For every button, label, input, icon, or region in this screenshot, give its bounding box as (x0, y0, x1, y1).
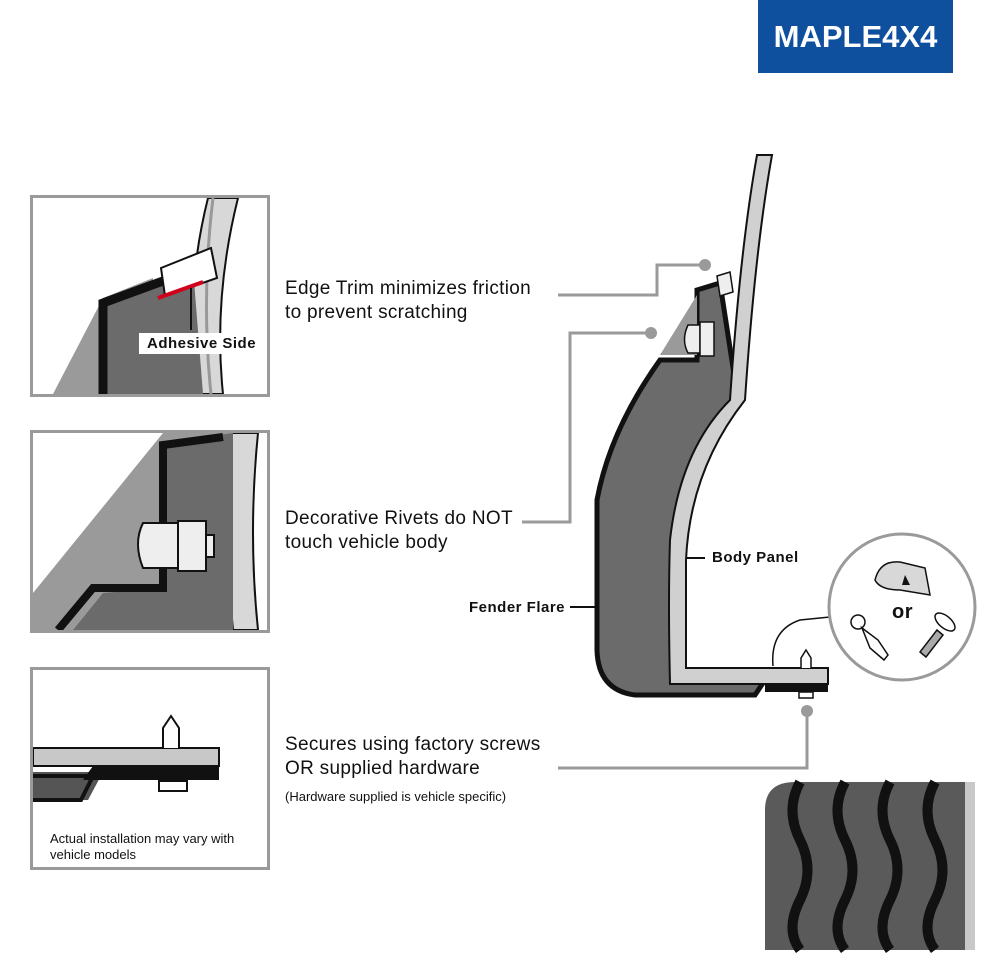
rivet-callout-line1: Decorative Rivets do NOT (285, 508, 513, 529)
rivet-detail-panel (30, 430, 270, 633)
screw-icon (918, 612, 956, 659)
hardware-or-label: or (892, 601, 913, 623)
edge-trim-callout-line2: to prevent scratching (285, 302, 468, 323)
clip-nut-icon (874, 561, 931, 596)
edge-trim-callout-line1: Edge Trim minimizes friction (285, 278, 531, 299)
edge-trim-detail-panel: Adhesive Side (30, 195, 270, 397)
disclaimer-line-1: Actual installation may vary with (50, 831, 235, 846)
push-rivet-icon (850, 614, 889, 662)
hardware-callout-line1: Secures using factory screws (285, 734, 541, 755)
hardware-callout-line2: OR supplied hardware (285, 758, 481, 779)
disclaimer-line-2: vehicle models (50, 847, 136, 862)
callout-leaders (522, 263, 809, 770)
hardware-options-circle (827, 532, 977, 682)
tire (765, 779, 975, 953)
body-panel-label: Body Panel (712, 549, 799, 566)
rivet-illustration (33, 433, 260, 630)
rivet-callout-line2: touch vehicle body (285, 532, 448, 553)
maple4x4-logo: MAPLE4X4 (758, 0, 953, 73)
edge-trim-illustration (53, 198, 240, 394)
body-panel-shape (668, 154, 829, 685)
adhesive-side-label: Adhesive Side (139, 333, 265, 354)
hardware-illustration (33, 714, 220, 802)
hardware-detail-panel: Actual installation may vary with vehicl… (30, 667, 270, 870)
hardware-callout-note: (Hardware supplied is vehicle specific) (285, 789, 507, 804)
fender-flare-label: Fender Flare (469, 599, 566, 616)
